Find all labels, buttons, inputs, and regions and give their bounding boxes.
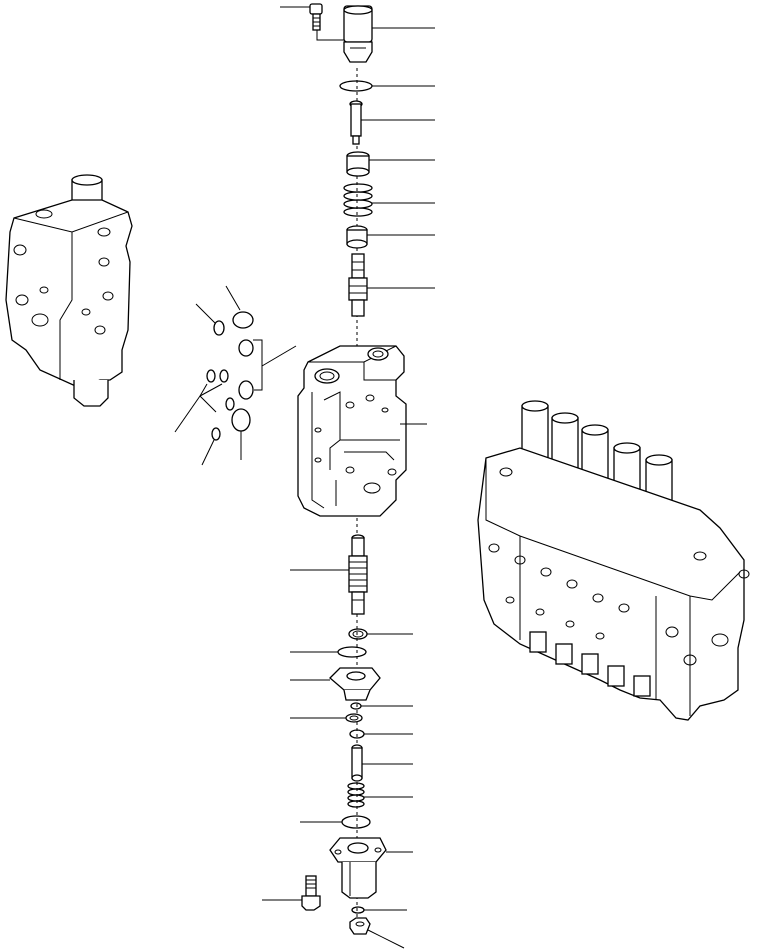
o-ring-mid: [337, 646, 367, 658]
bolt-top: [309, 3, 345, 41]
o-ring-set: [206, 311, 254, 441]
valve-section-body: [297, 345, 407, 517]
plug-top: [343, 5, 373, 63]
o-ring-set-leaders: [174, 285, 297, 466]
backup-ring: [348, 628, 368, 640]
bolt-bottom: [301, 875, 321, 911]
valve-assembly-left: [5, 174, 133, 407]
flange-cap: [329, 667, 381, 701]
seat: [346, 225, 368, 249]
washer-bottom: [351, 906, 365, 914]
spring-upper: [343, 183, 373, 217]
pin: [349, 100, 363, 145]
stop-rod: [351, 744, 363, 782]
valve-assembly-right: [477, 400, 750, 721]
o-ring-top: [339, 80, 373, 92]
spring-lower: [347, 782, 365, 808]
leader-plug-bottom: [367, 929, 405, 949]
small-o-ring: [350, 702, 362, 710]
retainer-top: [346, 151, 370, 177]
o-ring-lower: [341, 815, 371, 829]
plug-bottom: [349, 917, 371, 935]
cap-lower: [329, 837, 387, 899]
nut: [345, 713, 363, 723]
spool: [348, 534, 368, 615]
poppet: [348, 253, 368, 317]
